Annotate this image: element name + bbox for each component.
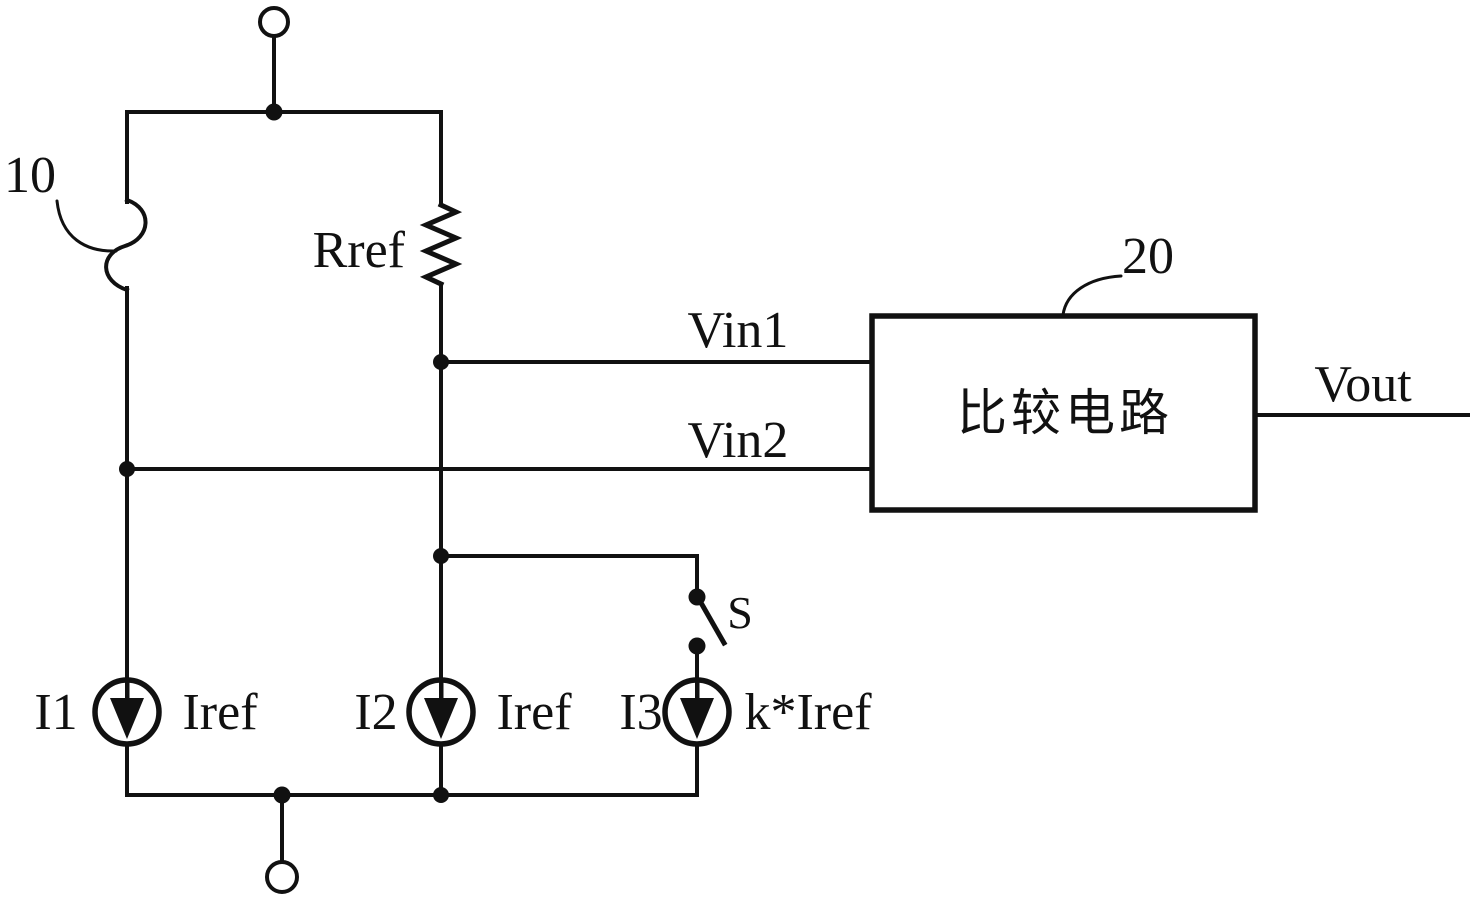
terminal-group [258, 6, 299, 894]
i1-name-label: I1 [34, 684, 77, 741]
leader-line-20 [1061, 274, 1123, 317]
current-source-arrow-group [110, 681, 714, 739]
resistor-rref-symbol [419, 201, 463, 288]
comparator-box [869, 313, 1258, 513]
i2-value-label: Iref [496, 684, 572, 741]
i3-value-label: k*Iref [744, 684, 872, 741]
junction-vin2 [119, 461, 135, 477]
junction-switch-branch [433, 548, 449, 564]
bottom-terminal-circle [265, 860, 299, 894]
comparator-label: 比较电路 [957, 385, 1173, 441]
switch-label: S [727, 587, 753, 638]
vout-label: Vout [1314, 356, 1412, 413]
wire-top-bar [125, 110, 443, 207]
i3-name-label: I3 [619, 684, 662, 741]
switch-contact-top [688, 588, 706, 606]
leader-line-10 [55, 199, 118, 253]
junction-i2-bottom [433, 787, 449, 803]
wire-group [55, 34, 1470, 864]
i3-arrow-head [680, 698, 714, 739]
junction-bottom-terminal [273, 786, 291, 804]
switch-contact-bottom [688, 637, 706, 655]
vin1-label: Vin1 [688, 302, 789, 359]
i2-name-label: I2 [354, 684, 397, 741]
i2-arrow-shaft [439, 681, 444, 703]
label-group: 10 Rref Vin1 Vin2 20 比较电路 Vout S I1 Iref… [4, 147, 1412, 741]
wire-switch-branch [439, 554, 699, 593]
i1-value-label: Iref [182, 684, 258, 741]
switch-blade [696, 597, 728, 647]
vin2-label: Vin2 [688, 412, 789, 469]
i1-arrow-head [110, 698, 144, 739]
junction-top-terminal [265, 103, 283, 121]
junction-dot-group [119, 103, 706, 804]
ref-label-10: 10 [4, 147, 56, 204]
i3-arrow-shaft [695, 681, 700, 703]
top-terminal-circle [258, 6, 290, 38]
i1-arrow-shaft [125, 681, 130, 703]
junction-vin1 [433, 354, 449, 370]
ref-label-20: 20 [1122, 228, 1174, 285]
wire-bottom-bar [125, 741, 699, 797]
i2-arrow-head [424, 698, 458, 739]
resistor-label: Rref [313, 222, 406, 279]
wire-left-squiggle [104, 197, 148, 293]
